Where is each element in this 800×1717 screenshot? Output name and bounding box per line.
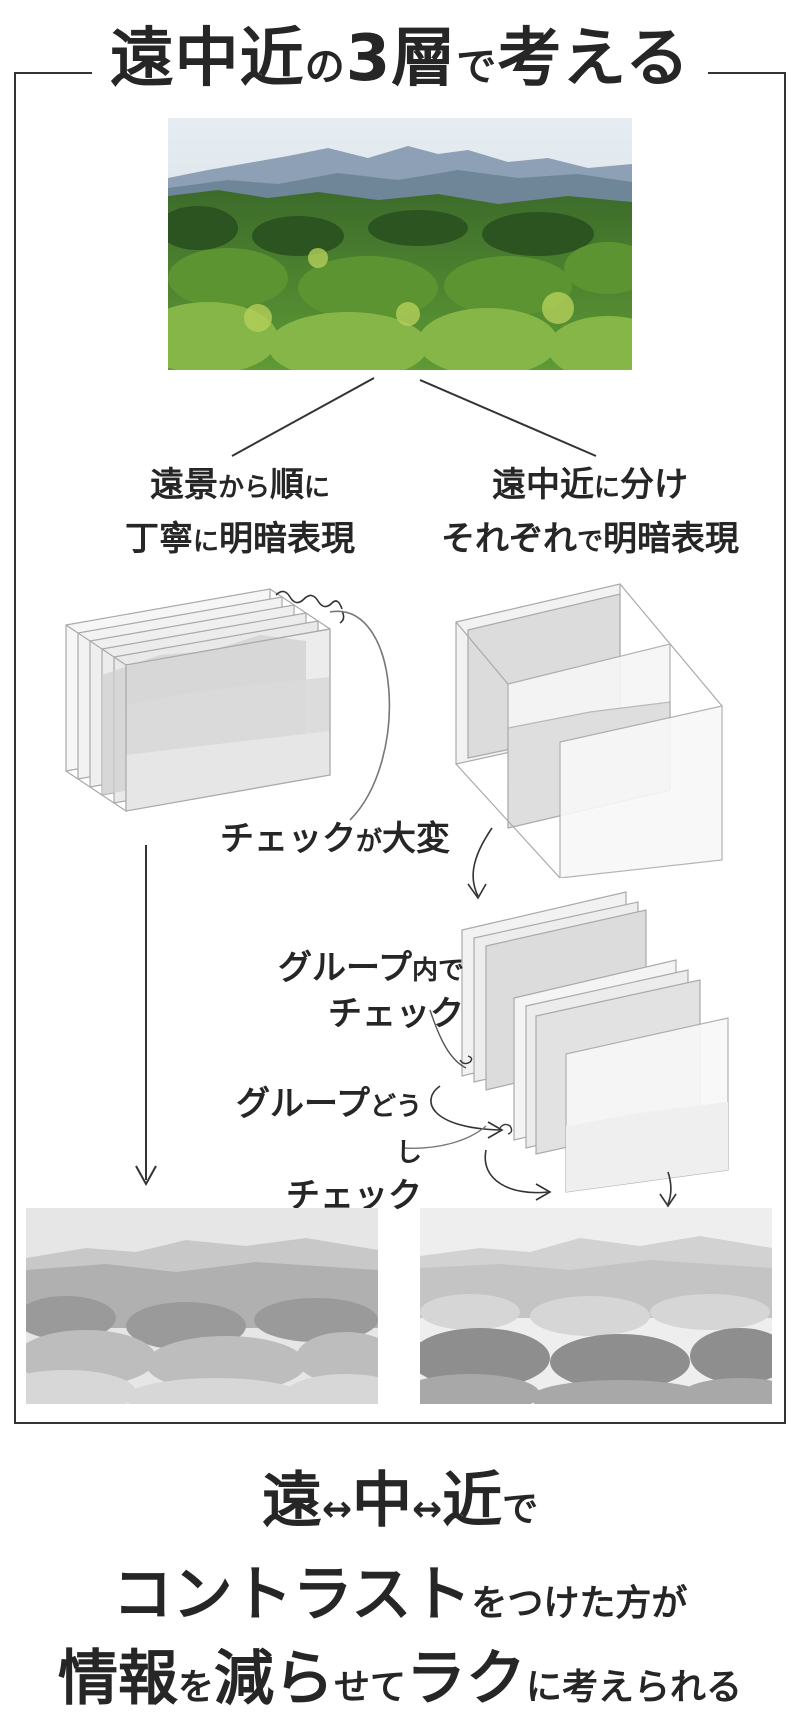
- title-wrapper: 遠中近の3層で考える: [0, 14, 800, 104]
- check-hard-label: チェックが大変: [220, 812, 460, 866]
- label-text: それぞれ: [440, 519, 577, 560]
- conclusion-text: 近: [442, 1466, 503, 1536]
- title-part: の: [304, 44, 346, 90]
- many-layers-stack-diagram: [65, 588, 345, 812]
- grouped-layer-box-diagram: [461, 891, 729, 1193]
- conclusion-text: 中: [351, 1466, 412, 1536]
- label-text: 遠中近: [491, 465, 594, 505]
- title-part: で: [456, 44, 498, 90]
- conclusion-line-3: 情報を減らせてラクに考えられる: [0, 1630, 800, 1717]
- conclusion-text: に考えられる: [526, 1667, 743, 1708]
- group-between-check-label: グループどうし チェック: [222, 1082, 422, 1220]
- label-text: グループ: [236, 1084, 370, 1124]
- grayscale-result-right: [420, 1208, 772, 1404]
- conclusion-line-2: コントラストをつけた方が: [0, 1546, 800, 1633]
- label-text: から: [217, 473, 270, 503]
- title-part: 3層: [345, 22, 457, 96]
- label-text: チェック: [220, 819, 356, 859]
- label-text: 分け: [620, 465, 688, 505]
- label-text: どうし: [369, 1092, 422, 1168]
- conclusion-text: で: [502, 1489, 539, 1530]
- label-text: チェック: [328, 993, 464, 1034]
- label-text: 明暗表現: [219, 519, 355, 560]
- conclusion-text: 遠: [261, 1466, 322, 1536]
- conclusion-text: 減ら: [213, 1644, 334, 1714]
- label-text: 丁寧: [124, 519, 193, 560]
- grayscale-result-left: [26, 1208, 378, 1404]
- conclusion-text: ラク: [406, 1644, 526, 1714]
- page-title: 遠中近の3層で考える: [91, 14, 709, 104]
- double-arrow-icon: ↔: [411, 1489, 443, 1530]
- title-part: 考える: [497, 22, 691, 96]
- label-text: 内で: [411, 956, 464, 986]
- label-text: に: [304, 473, 331, 503]
- label-text: 大変: [382, 819, 451, 859]
- group-inner-check-label: グループ内で チェック: [264, 946, 464, 1038]
- title-part: 遠中近: [109, 22, 305, 96]
- three-layer-box-diagram: [455, 583, 723, 878]
- conclusion-text: コントラスト: [112, 1560, 472, 1630]
- conclusion-text: を: [177, 1667, 214, 1708]
- left-method-label: 遠景から順に 丁寧に明暗表現: [100, 458, 380, 567]
- label-text: 遠景: [149, 465, 218, 505]
- label-text: に: [192, 527, 219, 558]
- label-text: で: [576, 527, 603, 558]
- label-text: に: [593, 473, 620, 503]
- conclusion-line-1: 遠↔中↔近で: [0, 1452, 800, 1539]
- landscape-photo: [168, 118, 632, 370]
- double-arrow-icon: ↔: [321, 1489, 352, 1530]
- label-text: グループ: [278, 948, 412, 988]
- label-text: が: [356, 827, 383, 857]
- conclusion-text: せて: [333, 1667, 406, 1708]
- label-text: 明暗表現: [603, 519, 739, 560]
- conclusion-text: をつけた方が: [471, 1583, 688, 1624]
- conclusion-text: 情報: [57, 1644, 178, 1714]
- label-text: 順: [270, 465, 304, 505]
- right-method-label: 遠中近に分け それぞれで明暗表現: [420, 458, 760, 567]
